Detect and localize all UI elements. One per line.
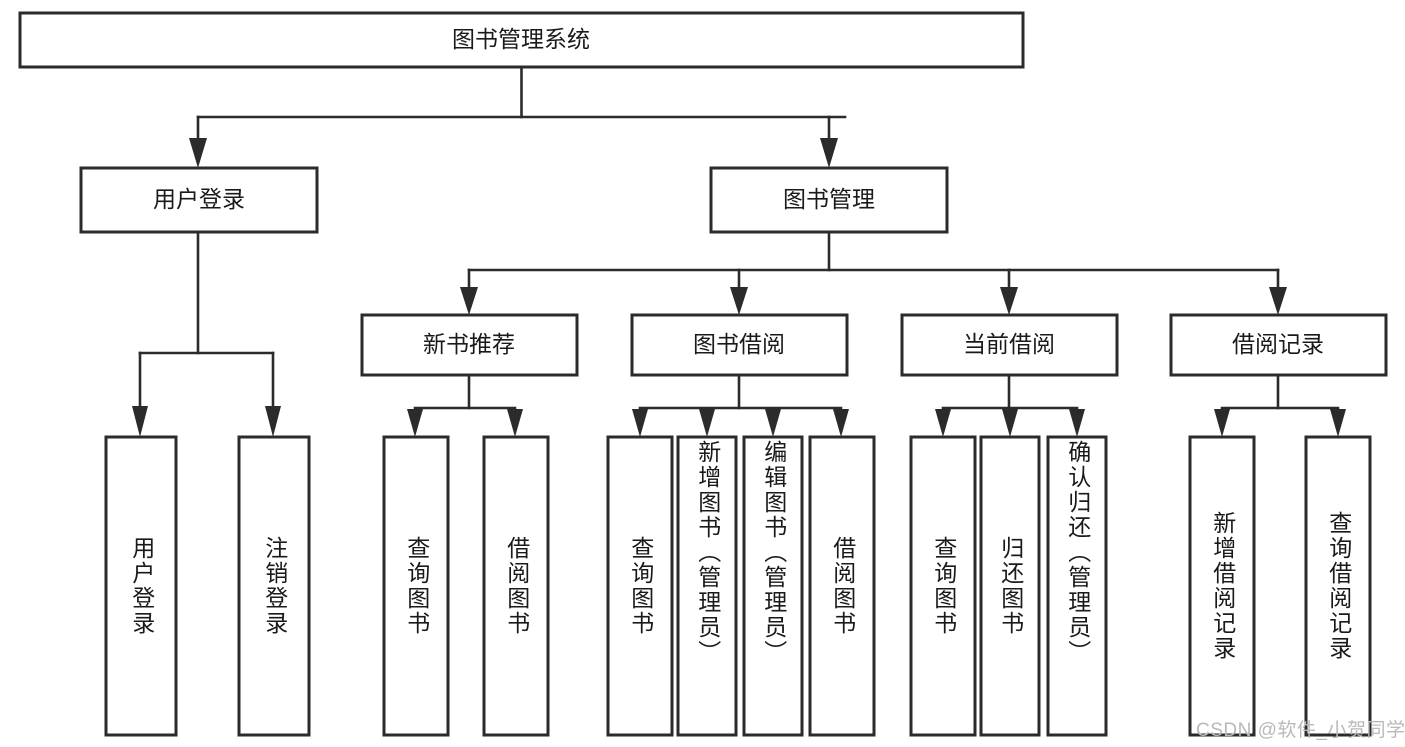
arrow-head-leaf-bookborrow-4	[833, 409, 849, 437]
node-new-book-recommend-box[interactable]	[360, 313, 579, 377]
arrow-head-leaf-newbook-1	[407, 409, 423, 437]
arrow-head-borrowrecord	[1269, 287, 1287, 315]
node-user-login-label: 用户登录	[153, 186, 245, 212]
leaf-box-currentborrow-3[interactable]	[1046, 435, 1108, 737]
arrow-head-leaf-currentborrow-3	[1069, 409, 1085, 437]
arrow-head-user-login	[189, 138, 207, 168]
arrow-head-leaf-borrowrecord-2	[1330, 409, 1346, 437]
arrow-head-leaf-userlogin-1	[132, 406, 148, 437]
node-user-login-box[interactable]	[79, 166, 319, 234]
leaf-box-newbook-1[interactable]	[382, 435, 450, 737]
leaf-box-borrowrecord-2[interactable]	[1304, 435, 1372, 737]
node-current-borrow-label: 当前借阅	[963, 331, 1055, 357]
node-user-login[interactable]: 用户登录	[79, 166, 319, 234]
node-new-book-recommend-label: 新书推荐	[423, 331, 515, 357]
arrow-head-leaf-bookborrow-3	[765, 409, 781, 437]
node-book-borrow-box[interactable]	[630, 313, 849, 377]
arrow-head-newbook	[460, 287, 478, 315]
arrow-head-leaf-bookborrow-1	[632, 409, 648, 437]
node-book-manage-box[interactable]	[709, 166, 949, 234]
arrow-head-leaf-borrowrecord-1	[1214, 409, 1230, 437]
node-root-system-label: 图书管理系统	[452, 26, 590, 52]
connector-root-to-level2	[189, 65, 847, 168]
node-book-borrow[interactable]: 图书借阅	[630, 313, 849, 377]
node-book-manage[interactable]: 图书管理	[709, 166, 949, 234]
leaf-box-newbook-2[interactable]	[482, 435, 550, 737]
connector-bookmanage-to-level3	[460, 230, 1287, 315]
leaf-box-bookborrow-3[interactable]	[742, 435, 804, 737]
arrow-head-leaf-newbook-2	[507, 409, 523, 437]
node-root-system-box[interactable]	[18, 11, 1025, 69]
connector-borrowrecord-to-leaves	[1214, 373, 1346, 437]
node-book-borrow-label: 图书借阅	[693, 331, 785, 357]
leaf-box-bookborrow-4[interactable]	[808, 435, 876, 737]
arrow-head-leaf-currentborrow-1	[935, 409, 951, 437]
leaf-box-borrowrecord-1[interactable]	[1188, 435, 1256, 737]
connector-newbook-to-leaves	[407, 373, 523, 437]
leaf-box-bookborrow-1[interactable]	[606, 435, 674, 737]
leaf-box-currentborrow-1[interactable]	[909, 435, 977, 737]
connector-currentborrow-to-leaves	[935, 373, 1085, 437]
arrow-head-leaf-bookborrow-2	[699, 409, 715, 437]
leaf-box-user-login-2[interactable]	[237, 435, 311, 737]
node-current-borrow[interactable]: 当前借阅	[900, 313, 1119, 377]
leaf-box-user-login-1[interactable]	[104, 435, 178, 737]
arrow-head-leaf-userlogin-2	[265, 406, 281, 437]
arrow-head-currentborrow	[1000, 287, 1018, 315]
leaf-box-bookborrow-2[interactable]	[676, 435, 738, 737]
connector-bookborrow-to-leaves	[632, 373, 849, 437]
arrow-head-bookborrow	[730, 287, 748, 315]
node-new-book-recommend[interactable]: 新书推荐	[360, 313, 579, 377]
node-borrow-record-box[interactable]	[1169, 313, 1388, 377]
connector-userlogin-to-leaves	[132, 230, 281, 437]
node-current-borrow-box[interactable]	[900, 313, 1119, 377]
node-root-system[interactable]: 图书管理系统	[18, 11, 1025, 69]
arrow-head-leaf-currentborrow-2	[1002, 409, 1018, 437]
arrow-head-book-manage	[820, 138, 838, 168]
node-borrow-record[interactable]: 借阅记录	[1169, 313, 1388, 377]
csdn-watermark: CSDN @软件_小贺同学	[1196, 720, 1405, 741]
node-borrow-record-label: 借阅记录	[1232, 331, 1324, 357]
node-book-manage-label: 图书管理	[783, 186, 875, 212]
leaf-box-currentborrow-2[interactable]	[979, 435, 1041, 737]
